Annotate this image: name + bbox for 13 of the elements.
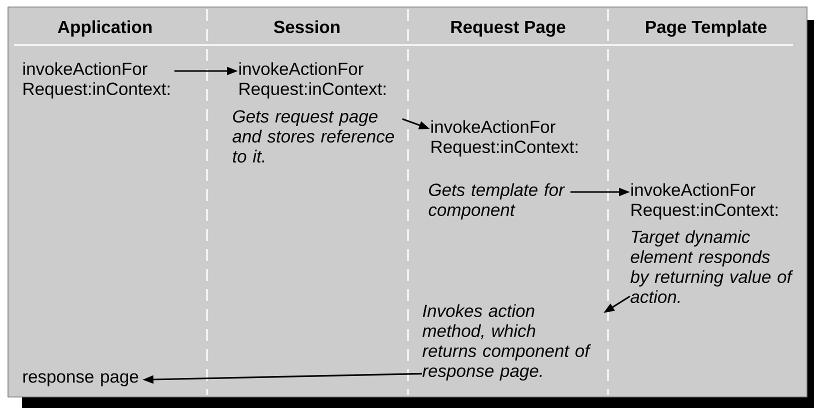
column-header: Page Template (646, 20, 767, 37)
method-label: invokeActionFor Request:inContext: (23, 62, 170, 99)
method-label: invokeActionFor Request:inContext: (239, 62, 386, 99)
note-text: Gets request page and stores reference to it. (232, 110, 394, 163)
column-header: Session (274, 20, 340, 34)
note-text: Target dynamic element responds by returning value of action. (630, 230, 794, 304)
column-header: Request Page (451, 20, 566, 37)
note-text: Invokes action method, which returns component of response page. (422, 304, 591, 381)
method-label: invokeActionFor Request:inContext: (631, 183, 778, 220)
note-text: Gets template for component (428, 183, 565, 220)
column-header: Application (58, 20, 152, 37)
method-label: response page (23, 373, 138, 386)
method-label: invokeActionFor Request:inContext: (431, 120, 578, 157)
